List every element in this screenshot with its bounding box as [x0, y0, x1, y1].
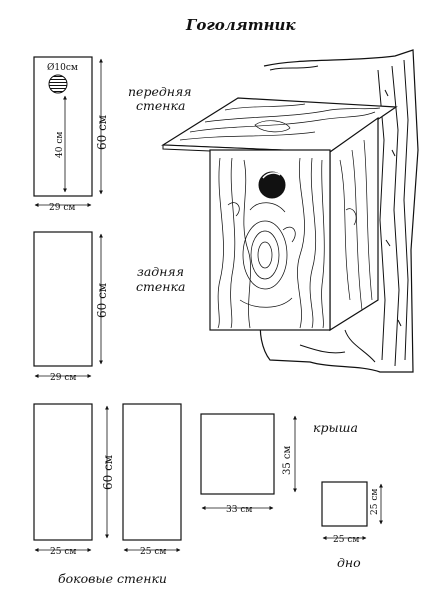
- back-wall-caption-line1: задняя: [137, 264, 184, 279]
- front-height-label: 60 см: [95, 115, 109, 150]
- side-wall-left-panel: [33, 403, 93, 541]
- front-width-label: 29 см: [49, 203, 75, 213]
- roof-plan: 35 см 33 см крыша: [200, 413, 358, 515]
- bottom-plan: 25 см 25 см дно: [321, 481, 383, 570]
- side-panel-grain: [339, 139, 373, 311]
- side-left-width-label: 25 см: [50, 547, 76, 557]
- back-height-label: 60 см: [95, 283, 109, 318]
- side-walls-caption: боковые стенки: [58, 571, 167, 586]
- back-wall-plan: 60 см 29 см: [33, 231, 109, 383]
- front-wall-caption-line1: передняя: [128, 84, 192, 99]
- birdhouse-entrance-hole: [258, 171, 286, 199]
- birdhouse-side-panel: [329, 116, 379, 332]
- entrance-hole: [48, 74, 68, 94]
- side-walls-plan: 60 см 25 см 25 см боковые стенки: [33, 403, 182, 586]
- page-title: Гоголятник: [185, 16, 296, 34]
- bottom-panel: [321, 481, 368, 527]
- roof-caption: крыша: [313, 420, 358, 435]
- birdhouse-illustration: [161, 49, 419, 373]
- roof-height-label: 35 см: [282, 445, 293, 475]
- back-wall-caption-line2: стенка: [136, 279, 185, 294]
- bottom-height-label: 25 см: [370, 489, 380, 515]
- side-height-label: 60 см: [101, 455, 115, 490]
- hole-height-label: 40 см: [55, 132, 65, 158]
- side-wall-right-panel: [122, 403, 182, 541]
- front-wall-caption-line2: стенка: [136, 98, 185, 113]
- roof-width-label: 33 см: [226, 505, 252, 515]
- front-wall-panel: [33, 56, 93, 197]
- back-wall-panel: [33, 231, 93, 367]
- bottom-caption: дно: [337, 555, 361, 570]
- bottom-width-label: 25 см: [333, 535, 359, 545]
- hole-diameter-label: Ø10см: [47, 62, 78, 73]
- side-right-width-label: 25 см: [140, 547, 166, 557]
- back-width-label: 29 см: [50, 373, 76, 383]
- roof-panel: [200, 413, 275, 495]
- front-panel-grain: [217, 157, 325, 329]
- roof-grain: [179, 103, 381, 141]
- front-wall-plan: Ø10см 40 см 60 см 29 см: [33, 56, 109, 213]
